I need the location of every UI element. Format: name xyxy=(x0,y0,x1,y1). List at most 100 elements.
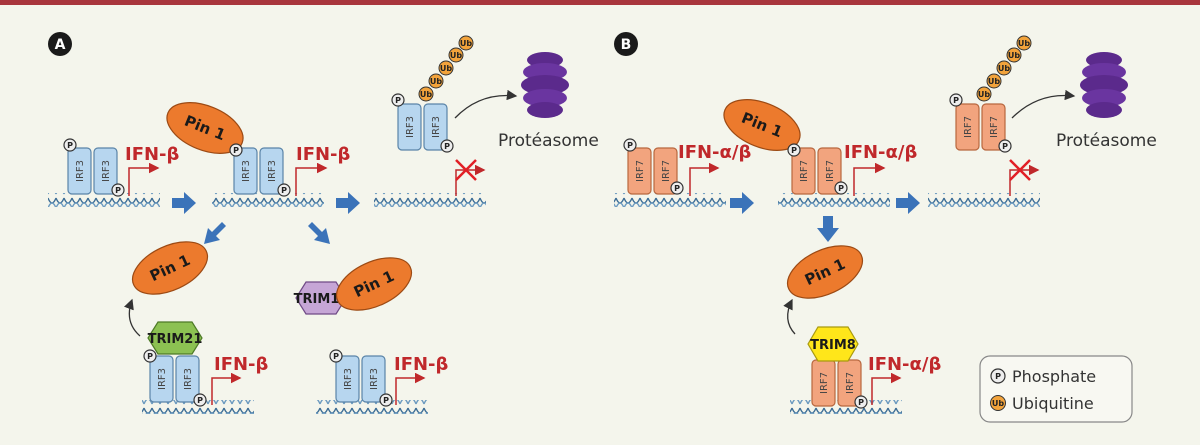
phosphate-icon: P xyxy=(329,349,343,363)
phosphate-icon: P xyxy=(391,93,405,107)
svg-text:IRF7: IRF7 xyxy=(825,160,836,182)
phosphate-icon: P xyxy=(63,138,77,152)
svg-text:IRF7: IRF7 xyxy=(963,116,974,138)
phosphate-icon: P xyxy=(379,393,393,407)
svg-text:IRF7: IRF7 xyxy=(661,160,672,182)
arrow-right xyxy=(172,192,196,214)
phosphate-icon: P xyxy=(998,139,1012,153)
svg-text:IRF7: IRF7 xyxy=(635,160,646,182)
phosphate-icon: P xyxy=(834,181,848,195)
svg-text:Ub: Ub xyxy=(460,39,472,48)
svg-text:P: P xyxy=(67,141,73,150)
svg-text:P: P xyxy=(858,398,864,407)
pin1-icon: Pin 1 xyxy=(335,257,413,311)
svg-text:IRF3: IRF3 xyxy=(369,368,380,390)
svg-text:TRIM21: TRIM21 xyxy=(148,332,203,347)
blocked-cross-icon xyxy=(455,159,477,181)
arrow-down-right xyxy=(308,222,330,244)
phosphate-icon: P xyxy=(854,395,868,409)
svg-text:Ub: Ub xyxy=(1008,51,1020,60)
phosphate-icon: P xyxy=(111,183,125,197)
svg-text:IRF3: IRF3 xyxy=(267,160,278,182)
dna-strand xyxy=(142,400,254,414)
svg-text:Ub: Ub xyxy=(430,77,442,86)
ifn-beta-label: IFN-β xyxy=(214,354,269,375)
phosphate-icon: P xyxy=(277,183,291,197)
svg-text:A: A xyxy=(55,37,66,53)
svg-text:IRF7: IRF7 xyxy=(799,160,810,182)
dna-strand xyxy=(48,193,160,207)
svg-text:P: P xyxy=(395,96,401,105)
phosphate-icon: P xyxy=(623,138,637,152)
svg-text:P: P xyxy=(281,186,287,195)
panel-label-a: A xyxy=(48,32,72,56)
pin1-icon: Pin 1 xyxy=(786,245,864,299)
blocked-cross-icon xyxy=(1009,159,1031,181)
svg-text:IRF7: IRF7 xyxy=(845,372,856,394)
legend: P Phosphate Ub Ubiquitine xyxy=(979,355,1133,423)
b-step2-pin1-irf7-complex: IRF7 IRF7 Pin 1 P P IFN-α/β xyxy=(723,99,917,207)
svg-text:Ub: Ub xyxy=(988,77,1000,86)
svg-text:P: P xyxy=(791,146,797,155)
svg-text:IRF3: IRF3 xyxy=(101,160,112,182)
svg-text:P: P xyxy=(674,184,680,193)
top-bar xyxy=(0,0,1200,5)
proteasome-icon xyxy=(1080,52,1128,118)
svg-text:Ub: Ub xyxy=(978,90,990,99)
trim8-icon: TRIM8 xyxy=(807,326,859,362)
svg-text:IRF3: IRF3 xyxy=(157,368,168,390)
dna-strand xyxy=(316,400,428,414)
svg-text:Phosphate: Phosphate xyxy=(1012,367,1096,386)
pin1-icon: Pin 1 xyxy=(723,99,801,151)
svg-text:B: B xyxy=(621,37,632,53)
ifn-alpha-beta-label: IFN-α/β xyxy=(678,142,751,163)
svg-text:P: P xyxy=(383,396,389,405)
arrow-right xyxy=(730,192,754,214)
ifn-beta-label: IFN-β xyxy=(296,144,351,165)
trim19-icon: TRIM19 xyxy=(294,281,349,315)
svg-text:P: P xyxy=(444,142,450,151)
legend-item-ubiquitine: Ub Ubiquitine xyxy=(990,394,1094,413)
svg-text:P: P xyxy=(838,184,844,193)
phosphate-icon: P xyxy=(440,139,454,153)
svg-text:IRF7: IRF7 xyxy=(989,116,1000,138)
svg-text:P: P xyxy=(333,352,339,361)
svg-text:P: P xyxy=(627,141,633,150)
svg-text:TRIM8: TRIM8 xyxy=(810,338,856,353)
phosphate-icon: P xyxy=(229,143,243,157)
a-step3-degradation: IRF3 IRF3 P P Ub Ub Ub Ub Ub xyxy=(374,35,599,207)
a-step1-irf3-complex: IRF3 IRF3 P P IFN-β xyxy=(48,138,180,207)
svg-text:IRF3: IRF3 xyxy=(431,116,442,138)
proteasome-label: Protéasome xyxy=(498,131,599,151)
phosphate-icon: P xyxy=(193,393,207,407)
arrow-down-left xyxy=(204,222,226,244)
svg-text:Ub: Ub xyxy=(420,90,432,99)
svg-text:TRIM19: TRIM19 xyxy=(294,292,349,307)
pin1-icon: Pin 1 xyxy=(166,102,244,154)
ifn-beta-label: IFN-β xyxy=(125,144,180,165)
svg-text:P: P xyxy=(115,186,121,195)
dna-strand xyxy=(928,193,1040,207)
ifn-alpha-beta-label: IFN-α/β xyxy=(868,354,941,375)
svg-text:P: P xyxy=(233,146,239,155)
dna-strand xyxy=(778,193,890,207)
b-step3-degradation: IRF7 IRF7 P P Ub Ub Ub Ub Ub xyxy=(928,35,1157,207)
arrow-right xyxy=(336,192,360,214)
a-step2-pin1-irf3-complex: IRF3 IRF3 Pin 1 P P IFN-β xyxy=(166,102,351,207)
svg-text:P: P xyxy=(1002,142,1008,151)
svg-text:P: P xyxy=(147,352,153,361)
phosphate-icon: P xyxy=(787,143,801,157)
svg-text:Ubiquitine: Ubiquitine xyxy=(1012,394,1094,413)
dna-strand xyxy=(374,193,486,207)
svg-text:IRF3: IRF3 xyxy=(405,116,416,138)
arrow-down xyxy=(817,216,839,242)
a-trim21-irf3-complex: IRF3 IRF3 TRIM21 P P IFN-β xyxy=(142,321,269,414)
dna-strand xyxy=(212,193,324,207)
svg-text:Ub: Ub xyxy=(450,51,462,60)
ifn-alpha-beta-label: IFN-α/β xyxy=(844,142,917,163)
phosphate-icon: P xyxy=(143,349,157,363)
trim21-icon: TRIM21 xyxy=(147,321,203,355)
svg-text:Ub: Ub xyxy=(440,64,452,73)
svg-text:P: P xyxy=(995,372,1001,381)
